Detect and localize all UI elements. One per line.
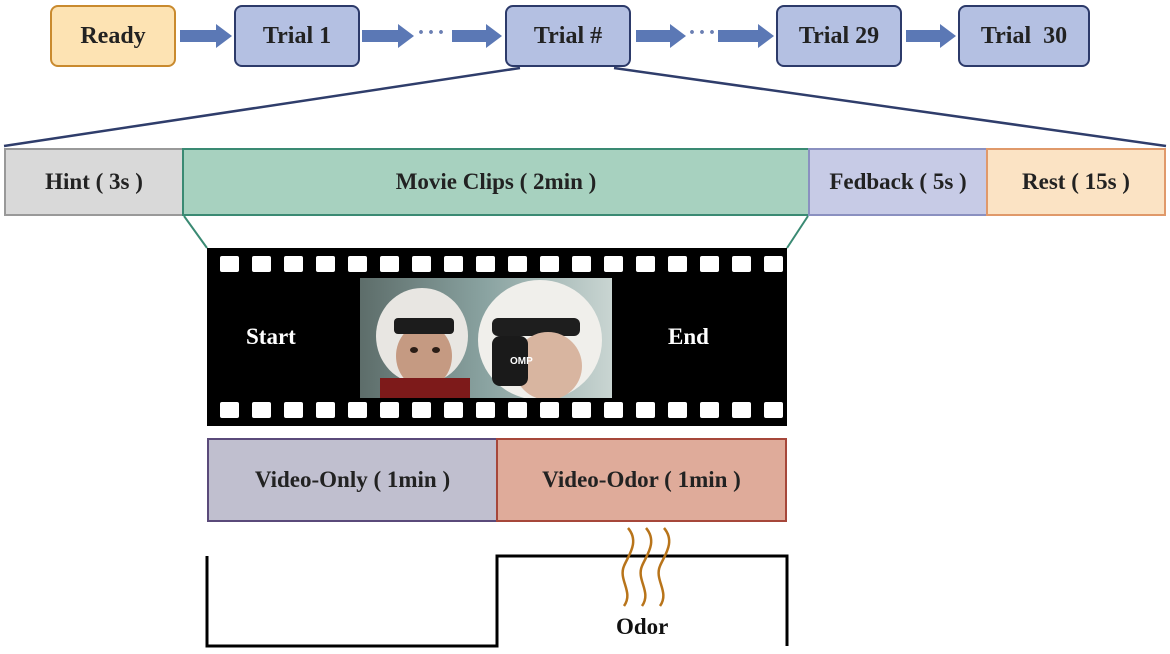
film-hole-bottom <box>316 402 335 418</box>
film-end-label: End <box>668 324 709 349</box>
trial-n-box: Trial # <box>505 5 631 67</box>
film-hole-bottom <box>412 402 431 418</box>
movie-still-image: OMP <box>360 278 612 398</box>
film-hole-bottom <box>700 402 719 418</box>
film-hole-bottom <box>668 402 687 418</box>
film-hole-bottom <box>380 402 399 418</box>
ready-box: Ready <box>50 5 176 67</box>
zoom-line-left <box>3 66 521 148</box>
film-start-label: Start <box>246 324 296 349</box>
svg-text:OMP: OMP <box>510 356 533 367</box>
film-hole-bottom <box>348 402 367 418</box>
arrow-dots-trial29 <box>718 24 774 48</box>
rest-phase: Rest ( 15s ) <box>986 148 1166 216</box>
ellipsis-2: ··· <box>688 20 719 46</box>
film-hole-top <box>284 256 303 272</box>
film-hole-bottom <box>636 402 655 418</box>
film-hole-top <box>668 256 687 272</box>
video-odor-condition: Video-Odor ( 1min ) <box>496 438 787 522</box>
film-hole-top <box>572 256 591 272</box>
feedback-phase: Fedback ( 5s ) <box>808 148 988 216</box>
film-hole-top <box>412 256 431 272</box>
hint-phase: Hint ( 3s ) <box>4 148 184 216</box>
film-zoom-left <box>183 215 208 249</box>
movie-clips-phase: Movie Clips ( 2min ) <box>182 148 810 216</box>
flow-arrows <box>180 24 956 48</box>
film-hole-bottom <box>508 402 527 418</box>
film-hole-top <box>380 256 399 272</box>
film-hole-top <box>444 256 463 272</box>
film-hole-bottom <box>764 402 783 418</box>
film-hole-top <box>508 256 527 272</box>
film-hole-top <box>732 256 751 272</box>
film-hole-bottom <box>284 402 303 418</box>
film-hole-bottom <box>540 402 559 418</box>
film-hole-top <box>348 256 367 272</box>
trial-30-box: Trial 30 <box>958 5 1090 67</box>
film-hole-bottom <box>572 402 591 418</box>
ellipsis-1: ··· <box>417 20 448 46</box>
film-hole-top <box>316 256 335 272</box>
trial-29-box: Trial 29 <box>776 5 902 67</box>
odor-wave-icon <box>621 527 671 607</box>
film-hole-top <box>604 256 623 272</box>
film-hole-top <box>540 256 559 272</box>
film-hole-bottom <box>444 402 463 418</box>
film-hole-bottom <box>476 402 495 418</box>
film-hole-top <box>636 256 655 272</box>
trial-1-box: Trial 1 <box>234 5 360 67</box>
film-zoom-right <box>786 215 809 249</box>
arrow-ready-trial1 <box>180 24 232 48</box>
film-hole-bottom <box>252 402 271 418</box>
video-only-condition: Video-Only ( 1min ) <box>207 438 498 522</box>
film-hole-bottom <box>220 402 239 418</box>
arrow-dots-trialn <box>452 24 502 48</box>
film-hole-bottom <box>732 402 751 418</box>
film-hole-top <box>252 256 271 272</box>
zoom-line-right <box>613 66 1167 148</box>
film-hole-top <box>476 256 495 272</box>
odor-waveform <box>205 554 789 648</box>
film-hole-top <box>764 256 783 272</box>
arrow-trial1-dots <box>362 24 414 48</box>
arrow-trialn-dots <box>636 24 686 48</box>
film-hole-top <box>220 256 239 272</box>
film-hole-top <box>700 256 719 272</box>
arrow-trial29-trial30 <box>906 24 956 48</box>
film-hole-bottom <box>604 402 623 418</box>
odor-label: Odor <box>616 614 669 639</box>
